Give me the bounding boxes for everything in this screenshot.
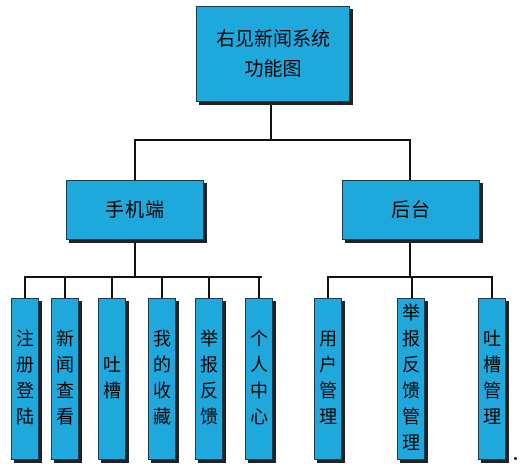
left-child-drop-4	[161, 276, 163, 298]
left-children-bar	[24, 276, 262, 278]
left-child-drop-1	[24, 276, 26, 298]
leaf-node-register-login: 注册登陆	[11, 298, 39, 460]
branch-right-connector	[409, 139, 411, 181]
right-children-bar	[327, 276, 493, 278]
leaf-node-news-view: 新闻查看	[51, 298, 79, 460]
leaf-node-personal-center: 个人中心	[245, 298, 273, 460]
root-node: 右见新闻系统功能图	[196, 6, 350, 102]
root-node-label: 右见新闻系统功能图	[215, 28, 330, 80]
left-child-drop-3	[111, 276, 113, 298]
left-branch-down-connector	[134, 240, 136, 276]
leaf-node-report-feedback: 举报反馈	[195, 298, 223, 460]
leaf-node-report-feedback-management: 举报反馈管理	[397, 298, 425, 460]
leaf-node-label: 新闻查看	[56, 329, 74, 428]
branch-node-mobile: 手机端	[66, 180, 204, 240]
leaf-node-label: 我的收藏	[153, 329, 171, 428]
branch-node-mobile-label: 手机端	[104, 199, 165, 221]
branch-node-backend-label: 后台	[390, 199, 431, 221]
leaf-node-label: 举报反馈	[200, 329, 218, 428]
left-child-drop-2	[64, 276, 66, 298]
leaf-node-label: 吐槽管理	[483, 329, 501, 428]
leaf-node-label: 举报反馈管理	[402, 303, 420, 454]
root-connector-vertical	[270, 100, 272, 140]
corner-dot	[514, 457, 517, 460]
leaf-node-label: 个人中心	[250, 329, 268, 428]
leaf-node-label: 注册登陆	[16, 329, 34, 428]
right-child-drop-1	[327, 276, 329, 298]
leaf-node-label: 用户管理	[319, 329, 337, 428]
leaf-node-favorites: 我的收藏	[148, 298, 176, 460]
right-child-drop-2	[411, 276, 413, 298]
root-connector-horizontal	[134, 139, 410, 141]
right-child-drop-3	[491, 276, 493, 298]
leaf-node-label: 吐槽	[103, 355, 121, 402]
left-child-drop-5	[208, 276, 210, 298]
leaf-node-user-management: 用户管理	[314, 298, 342, 460]
leaf-node-complaint-management: 吐槽管理	[478, 298, 506, 460]
leaf-node-complaints: 吐槽	[98, 298, 126, 460]
branch-node-backend: 后台	[342, 180, 480, 240]
right-branch-down-connector	[409, 240, 411, 276]
left-child-drop-6	[258, 276, 260, 298]
branch-left-connector	[134, 139, 136, 181]
